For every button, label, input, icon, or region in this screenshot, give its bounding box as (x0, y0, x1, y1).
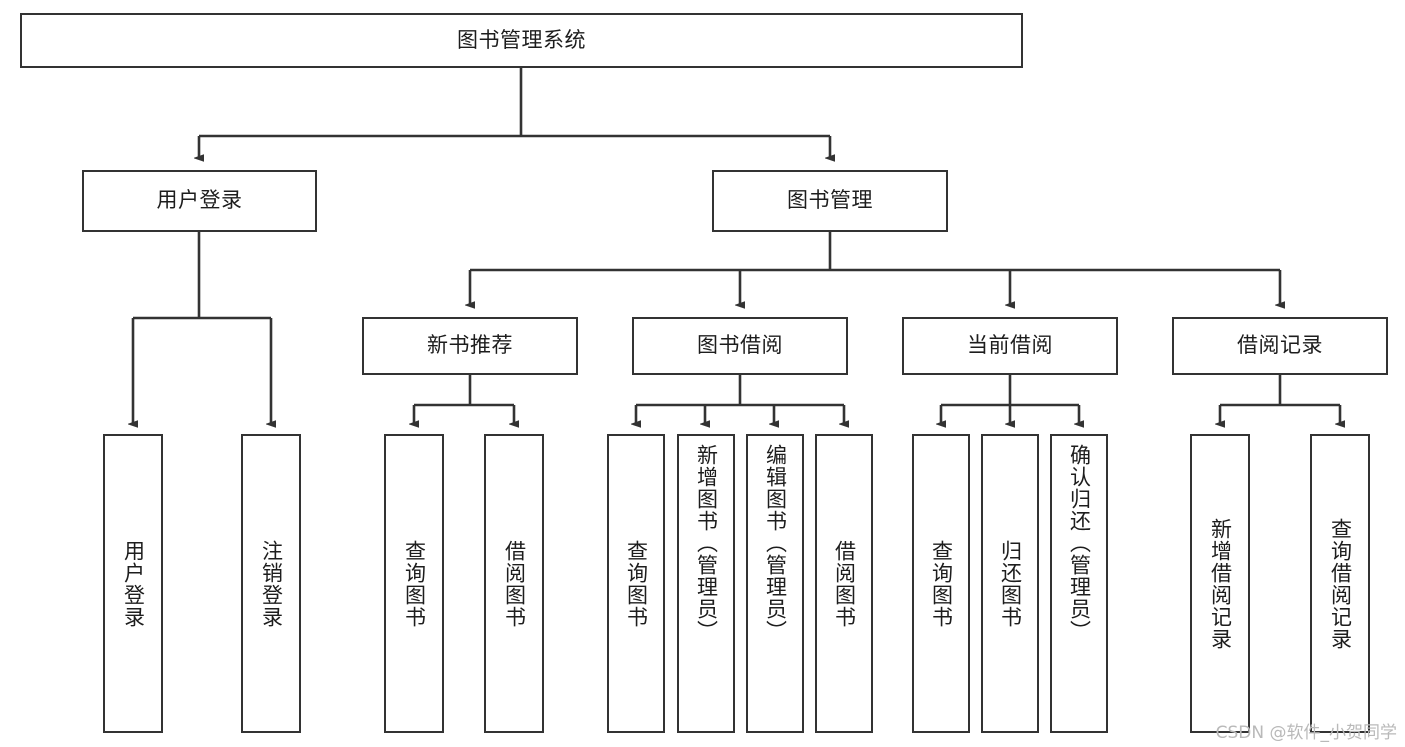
node-leaf-query-book-1[interactable]: 查询图书 (384, 434, 444, 733)
node-root-system[interactable]: 图书管理系统 (20, 13, 1023, 68)
node-leaf-borrow-book-2[interactable]: 借阅图书 (815, 434, 873, 733)
node-leaf-return-book-label: 归还图书 (998, 539, 1023, 628)
node-leaf-borrow-book-1[interactable]: 借阅图书 (484, 434, 544, 733)
node-leaf-query-book-2[interactable]: 查询图书 (607, 434, 665, 733)
node-new-book-recommend-label: 新书推荐 (427, 333, 513, 358)
node-book-manage-label: 图书管理 (787, 188, 873, 213)
node-leaf-query-record[interactable]: 查询借阅记录 (1310, 434, 1370, 733)
node-leaf-borrow-book-2-label: 借阅图书 (832, 539, 857, 628)
node-book-borrow-label: 图书借阅 (697, 333, 783, 358)
node-leaf-logout-login[interactable]: 注销登录 (241, 434, 301, 733)
node-leaf-user-login[interactable]: 用户登录 (103, 434, 163, 733)
node-leaf-query-book-3-label: 查询图书 (929, 539, 954, 628)
node-borrow-record-label: 借阅记录 (1237, 333, 1323, 358)
node-leaf-edit-book[interactable]: 编辑图书（管理员） (746, 434, 804, 733)
node-leaf-user-login-label: 用户登录 (121, 539, 146, 628)
node-book-borrow[interactable]: 图书借阅 (632, 317, 848, 375)
node-leaf-return-book[interactable]: 归还图书 (981, 434, 1039, 733)
node-leaf-add-book-label: 新增图书（管理员） (694, 444, 719, 642)
node-borrow-record[interactable]: 借阅记录 (1172, 317, 1388, 375)
node-leaf-confirm-return[interactable]: 确认归还（管理员） (1050, 434, 1108, 733)
node-leaf-add-book[interactable]: 新增图书（管理员） (677, 434, 735, 733)
node-book-manage[interactable]: 图书管理 (712, 170, 948, 232)
node-root-system-label: 图书管理系统 (457, 27, 586, 52)
node-leaf-query-book-1-label: 查询图书 (402, 539, 427, 628)
node-current-borrow[interactable]: 当前借阅 (902, 317, 1118, 375)
node-user-login[interactable]: 用户登录 (82, 170, 317, 232)
node-leaf-query-book-3[interactable]: 查询图书 (912, 434, 970, 733)
node-leaf-logout-login-label: 注销登录 (259, 539, 284, 628)
node-leaf-edit-book-label: 编辑图书（管理员） (763, 444, 788, 642)
node-current-borrow-label: 当前借阅 (967, 333, 1053, 358)
node-leaf-confirm-return-label: 确认归还（管理员） (1067, 444, 1092, 642)
node-leaf-query-book-2-label: 查询图书 (624, 539, 649, 628)
node-leaf-query-record-label: 查询借阅记录 (1328, 517, 1353, 650)
node-leaf-add-record-label: 新增借阅记录 (1208, 517, 1233, 650)
csdn-watermark: CSDN @软件_小贺同学 (1215, 723, 1397, 743)
node-new-book-recommend[interactable]: 新书推荐 (362, 317, 578, 375)
node-user-login-label: 用户登录 (156, 188, 243, 213)
node-leaf-add-record[interactable]: 新增借阅记录 (1190, 434, 1250, 733)
node-leaf-borrow-book-1-label: 借阅图书 (502, 539, 527, 628)
